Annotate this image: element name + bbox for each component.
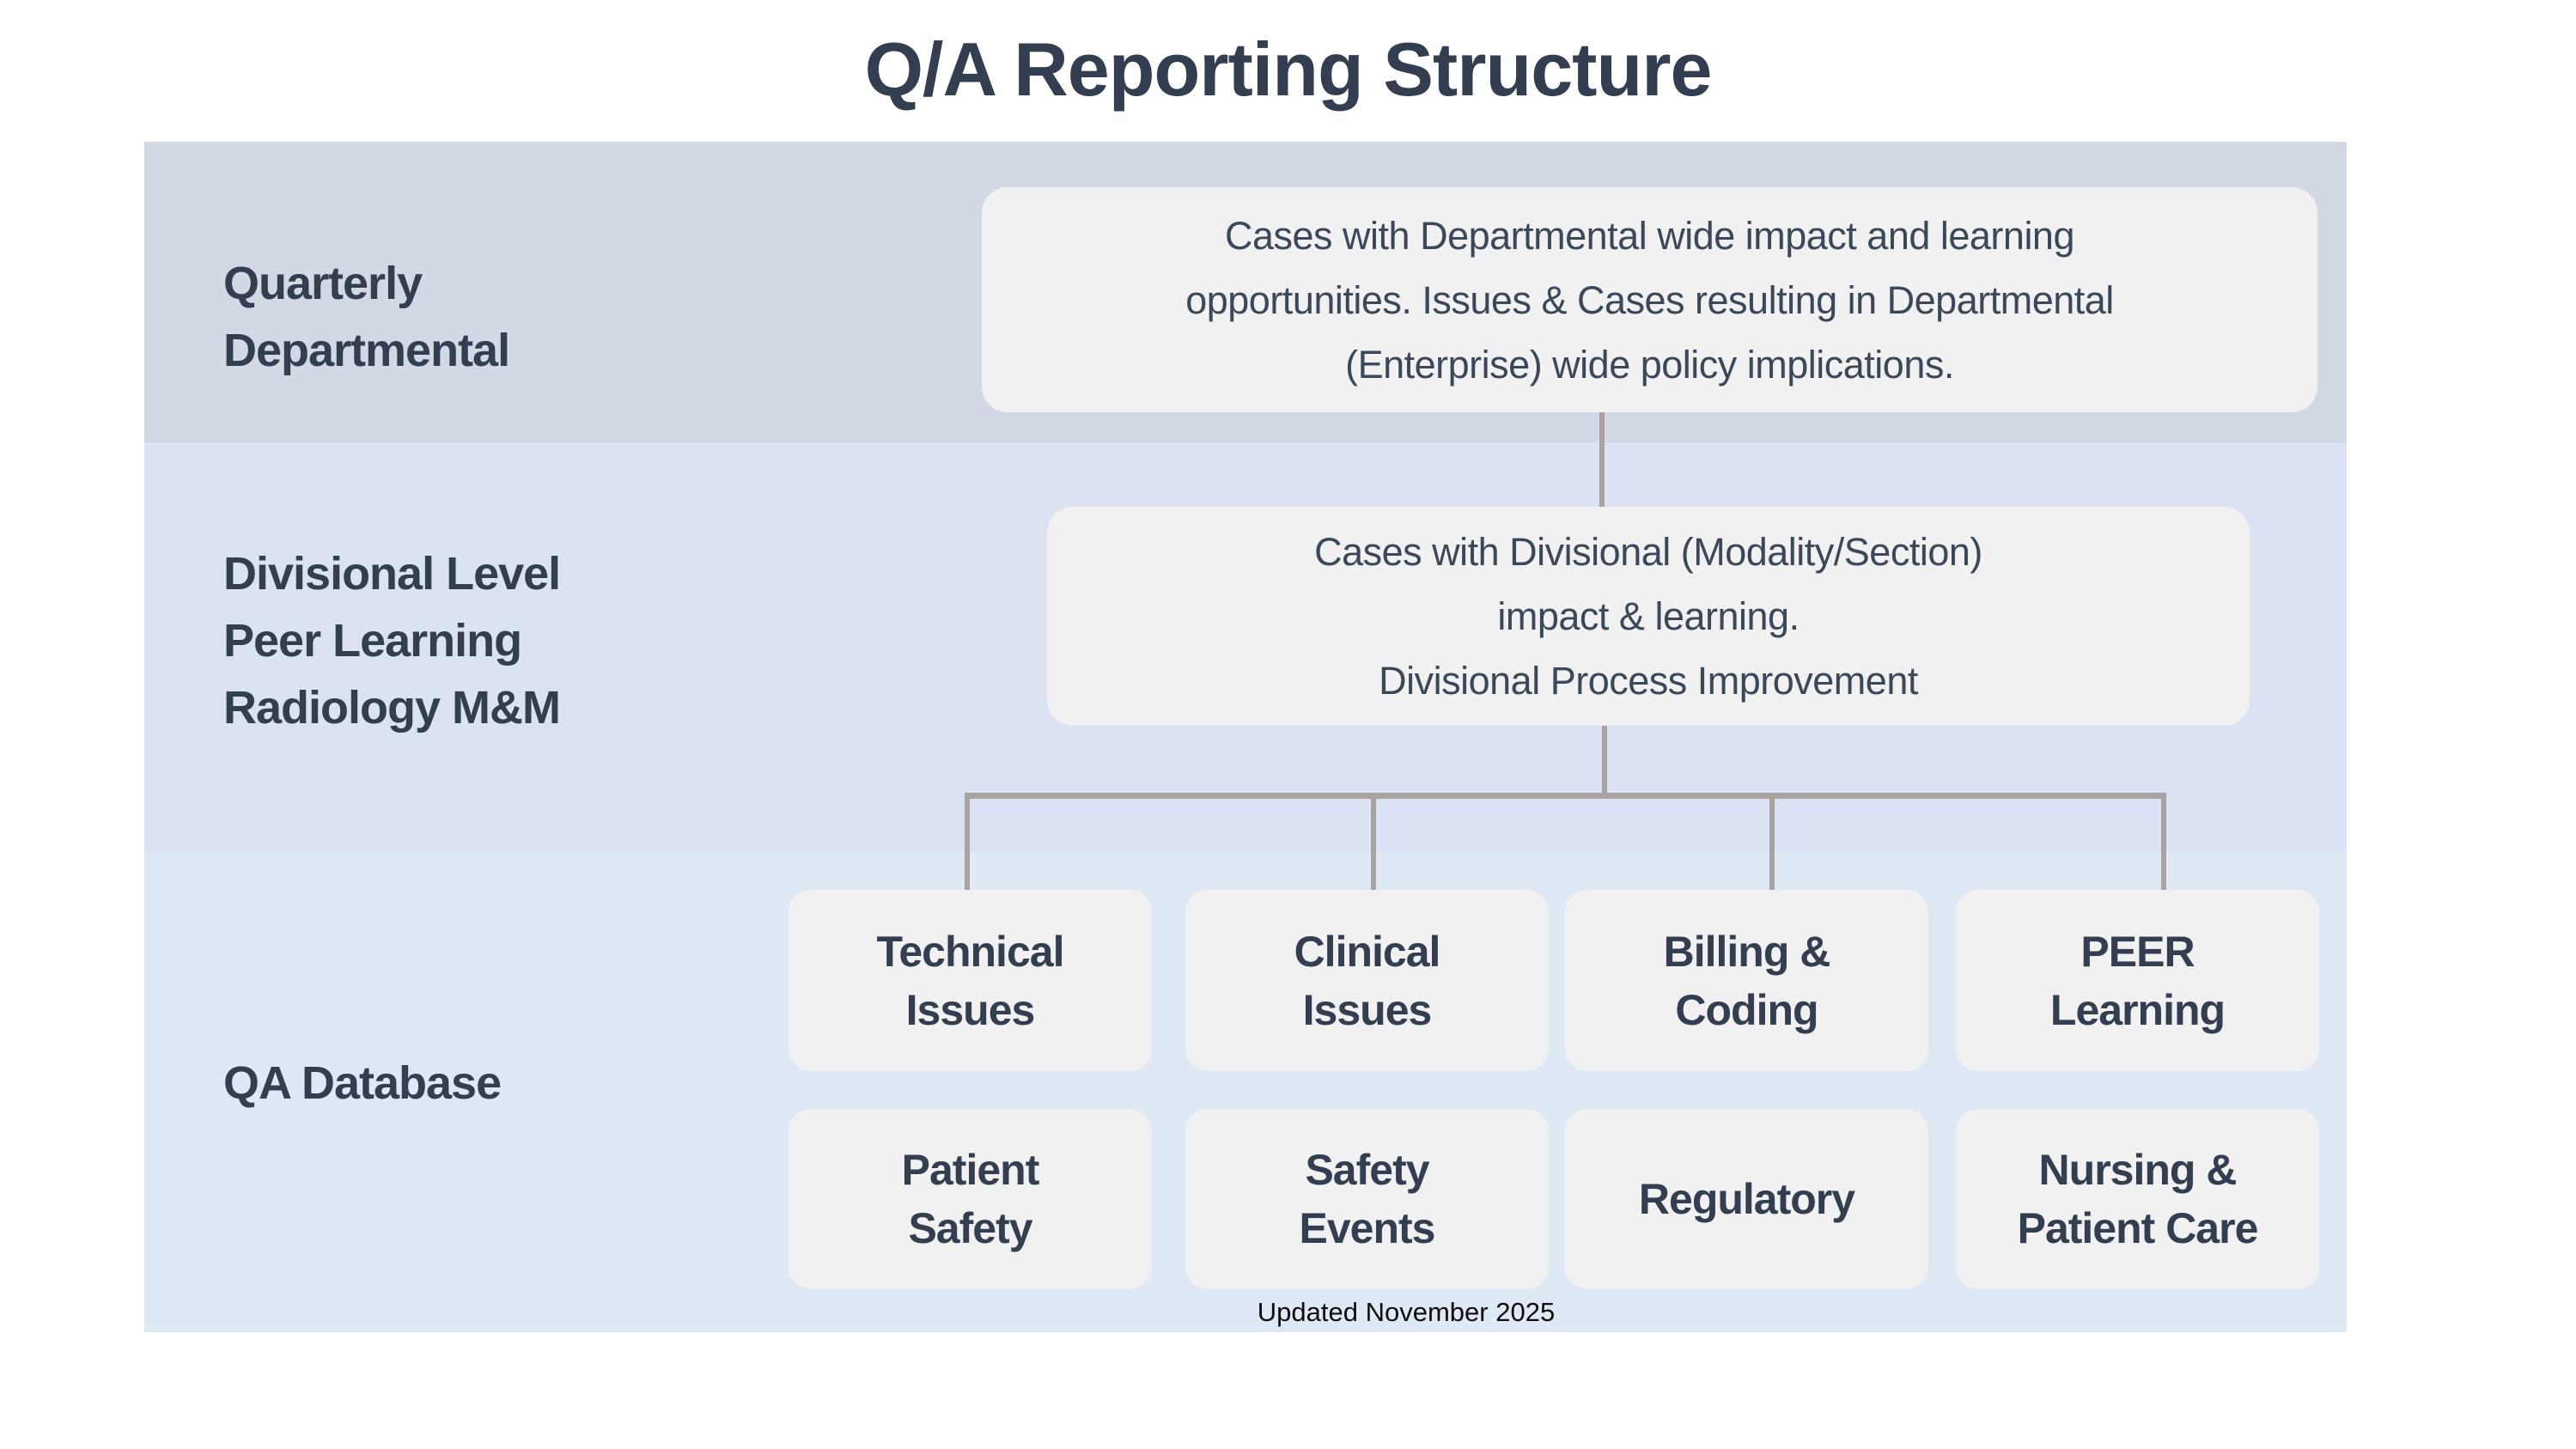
node-safety-events: Safety Events	[1185, 1109, 1549, 1289]
band-label-qa-database: QA Database	[223, 1057, 502, 1109]
connector-drop-technical-issues	[965, 793, 970, 890]
node-peer-learning: PEER Learning	[1956, 890, 2319, 1071]
node-billing-coding: Billing & Coding	[1565, 890, 1928, 1071]
node-patient-safety: Patient Safety	[789, 1109, 1152, 1289]
qa-reporting-diagram: Quarterly Departmental Divisional Level …	[144, 142, 2347, 1332]
node-nursing-patient-care: Nursing & Patient Care	[1956, 1109, 2319, 1289]
connector-branch-bar	[965, 793, 2166, 799]
connector-drop-clinical-issues	[1371, 793, 1376, 890]
connector-departmental-to-divisional	[1599, 412, 1605, 507]
connector-drop-peer-learning	[2161, 793, 2166, 890]
updated-date-note: Updated November 2025	[1257, 1297, 1556, 1327]
band-label-quarterly-departmental: Quarterly Departmental	[223, 258, 510, 376]
page-title: Q/A Reporting Structure	[864, 27, 1713, 112]
node-divisional-cases: Cases with Divisional (Modality/Section)…	[1047, 507, 2250, 726]
node-technical-issues: Technical Issues	[789, 890, 1152, 1071]
connector-divisional-to-branch-bar	[1602, 726, 1607, 793]
node-clinical-issues: Clinical Issues	[1185, 890, 1549, 1071]
node-departmental-cases: Cases with Departmental wide impact and …	[982, 187, 2317, 412]
band-label-divisional-peer-learning: Divisional Level Peer Learning Radiology…	[223, 548, 561, 734]
connector-drop-billing-coding	[1769, 793, 1775, 890]
node-regulatory: Regulatory	[1565, 1109, 1928, 1289]
